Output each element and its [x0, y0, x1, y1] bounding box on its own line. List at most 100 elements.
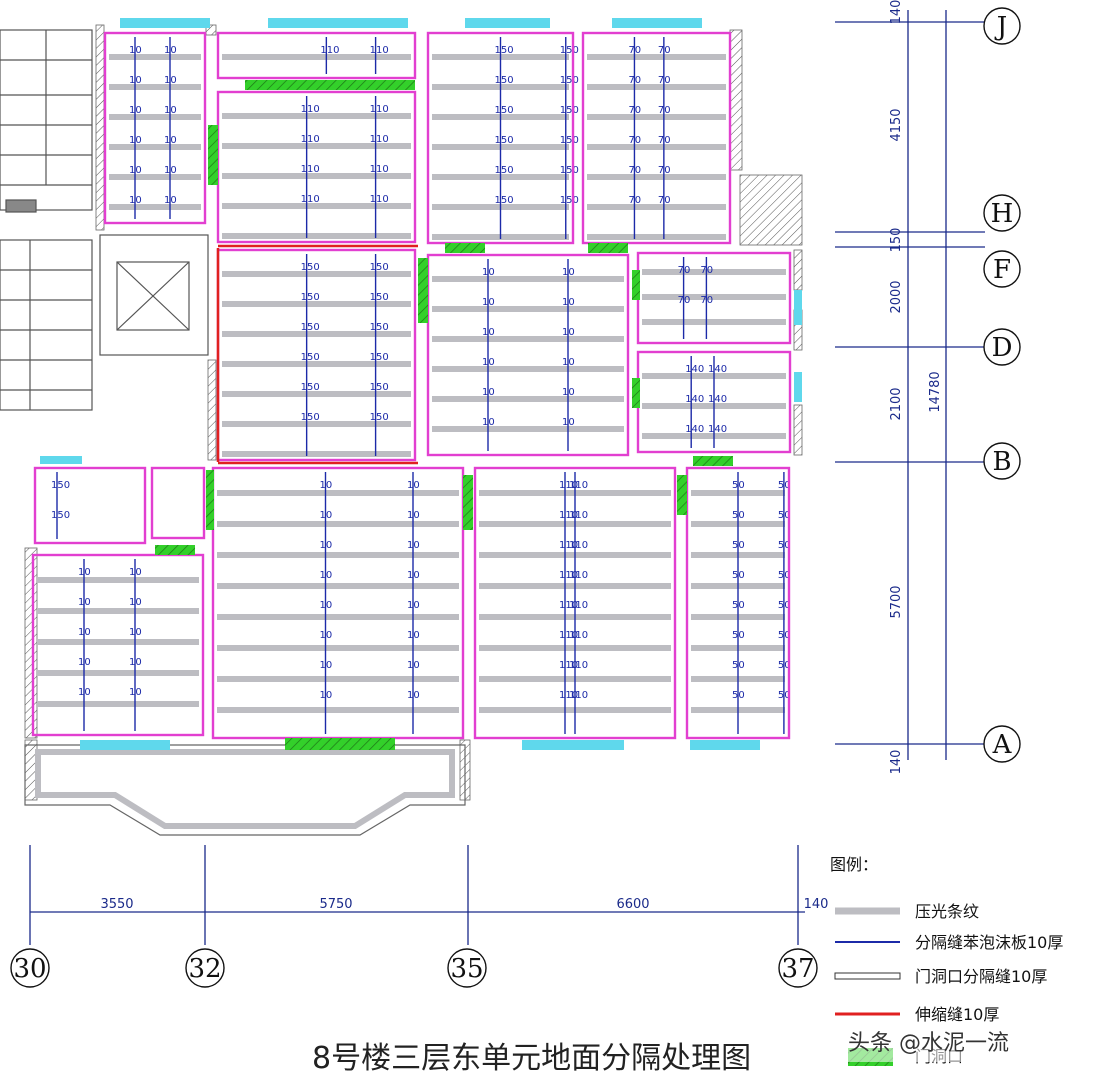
axis-bubble-H	[983, 194, 1021, 232]
joint-dimension-label: 70	[628, 75, 641, 86]
joint-dimension-label: 50	[732, 600, 745, 611]
joint-dimension-label: 110	[559, 480, 578, 491]
joint-dimension-label: 140	[685, 364, 704, 375]
joint-dimension-label: 110	[370, 104, 389, 115]
balcony	[24, 744, 466, 836]
joint-dimension-label: 70	[678, 265, 691, 276]
joint-dimension-label: 150	[301, 412, 320, 423]
joint-dimension-label: 70	[678, 295, 691, 306]
joint-dimension-label: 140	[685, 394, 704, 405]
axis-bubble-37	[778, 948, 818, 988]
joint-dimension-label: 150	[560, 75, 579, 86]
joint-dimension-label: 110	[569, 690, 588, 701]
joint-dimension-label: 150	[370, 292, 389, 303]
joint-dimension-label: 140	[685, 424, 704, 435]
dim-2000: 2000	[889, 280, 904, 313]
joint-dimension-label: 10	[129, 597, 142, 608]
joint-dimension-label: 50	[732, 630, 745, 641]
joint-dimension-label: 110	[370, 194, 389, 205]
room-border	[33, 466, 147, 545]
joint-dimension-label: 110	[301, 104, 320, 115]
joint-dimension-label: 10	[78, 597, 91, 608]
joint-dimension-label: 140	[708, 394, 727, 405]
joint-dimension-label: 10	[482, 327, 495, 338]
joint-dimension-label: 110	[559, 660, 578, 671]
axis-label-35: 35	[450, 954, 483, 984]
joint-dimension-label: 10	[562, 387, 575, 398]
joint-dimension-label: 150	[301, 352, 320, 363]
legend-swatch-door-joint	[834, 972, 901, 980]
joint-dimension-label: 10	[407, 570, 420, 581]
joint-dimension-label: 50	[732, 570, 745, 581]
joint-dimension-label: 50	[778, 600, 791, 611]
joint-dimension-label: 110	[559, 690, 578, 701]
joint-dimension-label: 10	[129, 75, 142, 86]
joint-dimension-label: 110	[569, 540, 588, 551]
joint-dimension-label: 10	[78, 687, 91, 698]
joint-dimension-label: 150	[51, 480, 70, 491]
joint-dimension-label: 110	[569, 510, 588, 521]
room-border	[150, 466, 206, 540]
joint-dimension-label: 50	[732, 510, 745, 521]
joint-dimension-label: 10	[320, 690, 333, 701]
joint-dimension-label: 10	[407, 540, 420, 551]
room-border	[103, 31, 207, 225]
joint-dimension-label: 10	[482, 417, 495, 428]
joint-dimension-label: 140	[708, 424, 727, 435]
joint-dimension-label: 10	[129, 687, 142, 698]
joint-dimension-label: 140	[708, 364, 727, 375]
joint-dimension-label: 10	[407, 630, 420, 641]
joint-dimension-label: 10	[129, 627, 142, 638]
joint-dimension-label: 10	[164, 75, 177, 86]
joint-dimension-label: 110	[569, 630, 588, 641]
joint-dimension-label: 10	[129, 567, 142, 578]
joint-dimension-label: 150	[495, 165, 514, 176]
joint-dimension-label: 10	[164, 165, 177, 176]
joint-dimension-label: 150	[560, 105, 579, 116]
joint-dimension-label: 10	[562, 357, 575, 368]
room-border	[216, 31, 417, 80]
joint-dimension-label: 50	[732, 660, 745, 671]
joint-dimension-label: 110	[569, 600, 588, 611]
axis-bubble-30	[10, 948, 50, 988]
axis-bubbles-horizontal: J H F D B A	[983, 7, 1021, 763]
axis-bubble-J	[983, 7, 1021, 45]
axis-label-32: 32	[188, 954, 221, 984]
joint-dimension-label: 10	[320, 630, 333, 641]
joint-dimension-label: 150	[370, 412, 389, 423]
room-11: 1101101101101101101101101101101101101101…	[473, 466, 677, 740]
room-9: 140 140 140 140 140 140	[636, 350, 792, 454]
joint-dimension-label: 70	[628, 105, 641, 116]
dim-6600: 6600	[616, 897, 649, 912]
room-border	[685, 466, 791, 740]
axis-bubble-D	[983, 328, 1021, 366]
joint-dimension-label: 110	[559, 600, 578, 611]
joint-dimension-label: 10	[482, 357, 495, 368]
joint-dimension-label: 110	[559, 510, 578, 521]
joint-dimension-label: 150	[495, 105, 514, 116]
joint-dimension-label: 10	[320, 510, 333, 521]
room-border	[473, 466, 677, 740]
dim-150: 150	[889, 228, 904, 253]
joint-dimension-label: 50	[732, 690, 745, 701]
joint-dimension-label: 10	[320, 660, 333, 671]
joint-dimension-label: 10	[164, 135, 177, 146]
joint-dimension-label: 150	[560, 195, 579, 206]
joint-dimension-label: 10	[407, 510, 420, 521]
joint-dimension-label: 150	[560, 45, 579, 56]
joint-dimension-label: 10	[562, 267, 575, 278]
axis-label-30: 30	[13, 954, 46, 984]
dim-140-bottom: 140	[804, 897, 829, 912]
joint-dimension-label: 110	[569, 480, 588, 491]
joint-dimension-label: 150	[301, 262, 320, 273]
joint-dimension-label: 70	[658, 105, 671, 116]
joint-dimension-label: 70	[628, 195, 641, 206]
drawing-title: 8号楼三层东单元地面分隔处理图	[312, 1041, 751, 1076]
joint-dimension-label: 150	[495, 195, 514, 206]
legend-label-joint: 分隔缝苯泡沫板10厚	[915, 933, 1063, 952]
